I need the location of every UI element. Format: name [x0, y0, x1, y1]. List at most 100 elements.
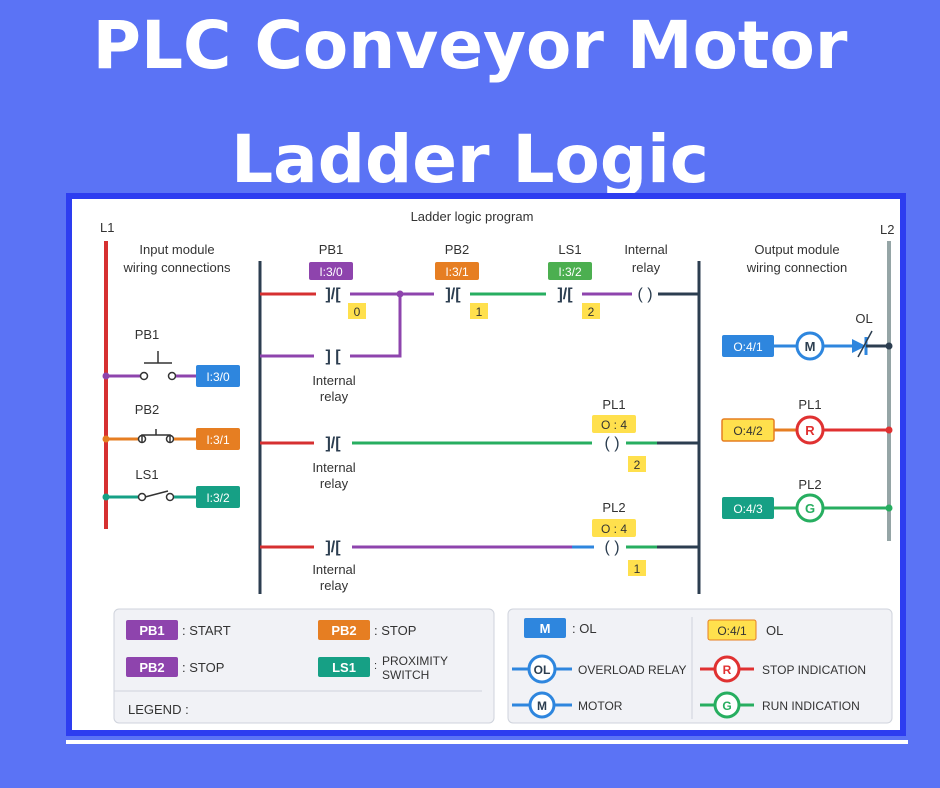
- input-pb1: PB1 I:3/0: [102, 327, 240, 387]
- contact-address: I:3/1: [445, 265, 469, 279]
- legend-tag: [126, 657, 178, 677]
- bit-number: 0: [354, 305, 361, 319]
- coil-label: relay: [632, 260, 661, 275]
- junction-dot: [102, 493, 110, 501]
- address-tag: [722, 335, 774, 357]
- legend-symbol: R: [723, 663, 732, 677]
- lamp-symbol: G: [805, 501, 815, 516]
- contact-label: relay: [320, 476, 349, 491]
- coil-name: PL1: [602, 397, 625, 412]
- input-pb2: PB2 I:3/1: [102, 402, 240, 450]
- legend-symbol: G: [722, 699, 731, 713]
- input-label: PB2: [135, 402, 160, 417]
- legend-colon: :: [374, 660, 377, 672]
- legend-right: M : OL O:4/1 OL OL OVERLOAD RELAY R STOP…: [507, 608, 893, 724]
- coil-name: PL2: [602, 500, 625, 515]
- bit-number: 2: [634, 458, 641, 472]
- diagram-canvas: Ladder logic program L1 L2 Input module …: [72, 199, 900, 730]
- bit-tag: [348, 303, 366, 319]
- coil-symbol: ( ): [637, 286, 652, 303]
- legend-tag-text: PB1: [139, 623, 164, 638]
- contact-address: I:3/2: [558, 265, 582, 279]
- address-tag: [196, 428, 240, 450]
- limit-switch-arm: [144, 490, 169, 498]
- bit-tag: [628, 560, 646, 576]
- contact-symbol: ]/[: [557, 286, 573, 303]
- address-text: O:4/3: [733, 502, 763, 516]
- contact-symbol: ]/[: [325, 435, 341, 452]
- bit-number: 2: [588, 305, 595, 319]
- address-tag: [196, 365, 240, 387]
- output-motor: O:4/1 M OL: [722, 311, 893, 361]
- legend-text: OL: [766, 623, 783, 638]
- output-pl1: PL1 O:4/2 R: [721, 397, 893, 445]
- page-title-line-2: Ladder Logic: [231, 121, 709, 198]
- coil-label: Internal: [624, 242, 667, 257]
- address-text: I:3/1: [206, 433, 230, 447]
- motor-symbol: M: [805, 339, 816, 354]
- address-text: I:3/2: [206, 491, 230, 505]
- right-rail-label: L2: [880, 222, 894, 237]
- junction-dot: [885, 342, 893, 350]
- rung-3: ]/[ ( ) Internal relay PL2 O : 4 1: [260, 500, 699, 593]
- bit-number: 1: [476, 305, 483, 319]
- legend-text: MOTOR: [578, 699, 623, 713]
- bit-tag: [628, 456, 646, 472]
- coil-address-tag: [592, 415, 636, 433]
- address-text: O:4/1: [733, 340, 763, 354]
- coil-address: O : 4: [601, 522, 627, 536]
- contact-symbol: ]/[: [325, 286, 341, 303]
- output-module-sublabel: wiring connection: [746, 260, 847, 275]
- contact-address-tag: [548, 262, 592, 280]
- input-module-label: Input module: [139, 242, 214, 257]
- legend-text: : START: [182, 623, 231, 638]
- legend-box: [507, 608, 893, 724]
- legend-text: RUN INDICATION: [762, 699, 860, 713]
- contact-label: Internal: [312, 373, 355, 388]
- legend-title: LEGEND :: [128, 702, 189, 717]
- ladder-diagram: Ladder logic program L1 L2 Input module …: [100, 209, 894, 724]
- junction-dot: [102, 372, 110, 380]
- overload-label: OL: [855, 311, 872, 326]
- address-tag: [722, 497, 774, 519]
- contact-label: Internal: [312, 460, 355, 475]
- seal-in-branch: ] [ Internal relay: [260, 294, 402, 404]
- input-label: LS1: [135, 467, 158, 482]
- legend-box: [113, 608, 495, 724]
- output-label: PL2: [798, 477, 821, 492]
- output-pl2: PL2 O:4/3 G: [722, 477, 893, 523]
- legend-tag: [318, 620, 370, 640]
- address-text: O:4/2: [733, 424, 763, 438]
- legend-text: OVERLOAD RELAY: [578, 663, 686, 677]
- legend-tag-text: PB2: [331, 623, 356, 638]
- legend-tag-text: PB2: [139, 660, 164, 675]
- bottom-underline: [66, 740, 908, 744]
- contact-label: relay: [320, 578, 349, 593]
- output-label: PL1: [798, 397, 821, 412]
- legend-text: STOP INDICATION: [762, 663, 866, 677]
- legend-tag-text: O:4/1: [717, 624, 747, 638]
- diagram-heading: Ladder logic program: [411, 209, 534, 224]
- legend-tag: [707, 619, 757, 641]
- bit-number: 1: [634, 562, 641, 576]
- contact-address-tag: [309, 262, 353, 280]
- junction-dot: [102, 435, 110, 443]
- address-tag: [196, 486, 240, 508]
- terminal: [137, 492, 147, 502]
- run-indication-icon: [713, 691, 741, 719]
- contact-label: Internal: [312, 562, 355, 577]
- left-rail-label: L1: [100, 220, 114, 235]
- contact-name: PB2: [445, 242, 470, 257]
- coil-symbol: ( ): [604, 435, 619, 452]
- legend-left: PB1 : START PB2 : STOP PB2 : STOP LS1 : …: [113, 608, 495, 724]
- rung-1: PB1 I:3/0 PB2 I:3/1 LS1 I:3/2 Internal r…: [260, 242, 699, 319]
- contact-label: relay: [320, 389, 349, 404]
- terminal: [167, 371, 177, 381]
- legend-text: SWITCH: [382, 668, 429, 682]
- legend-text: : STOP: [182, 660, 224, 675]
- contact-name: LS1: [558, 242, 581, 257]
- input-ls1: LS1 I:3/2: [102, 467, 240, 508]
- contact-address-tag: [435, 262, 479, 280]
- bit-tag: [470, 303, 488, 319]
- legend-tag: [318, 657, 370, 677]
